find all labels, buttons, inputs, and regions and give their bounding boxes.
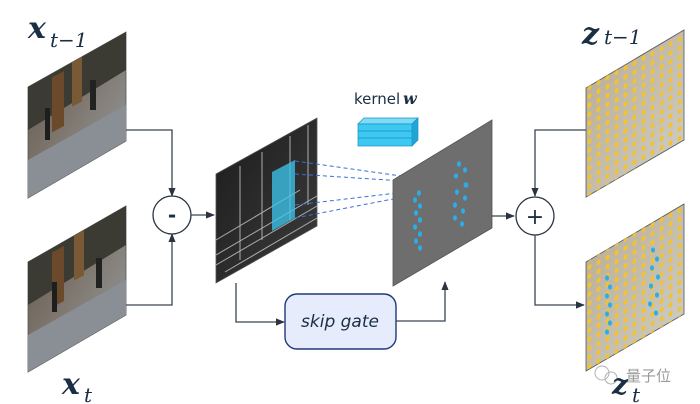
arrow-skip-gate-to-output	[396, 281, 449, 322]
frame-x-t	[27, 205, 127, 373]
label-z-subscript-curr: t	[632, 383, 641, 404]
label-z-symbol-curr: z	[611, 368, 629, 401]
updated-sites	[605, 247, 660, 335]
wechat-icon	[594, 365, 610, 381]
arrow-zprev-to-add	[531, 129, 586, 197]
label-z-subscript-prev: t−1	[604, 25, 642, 49]
subtract-node: -	[152, 195, 192, 235]
label-z-symbol-prev: z	[581, 17, 600, 52]
kernel-cube-icon	[357, 117, 419, 147]
label-x-symbol-curr: x	[61, 367, 81, 402]
sparse-active-sites	[413, 161, 469, 251]
arrow-add-to-zcurr	[534, 235, 585, 309]
arrow-xcurr-to-subtract	[126, 233, 176, 306]
skip-gate-box: skip gate	[284, 293, 397, 350]
label-x-symbol-prev: x	[27, 11, 47, 46]
state-z-t	[585, 203, 685, 372]
kernel-receptive-field	[272, 160, 295, 231]
arrow-diff-to-skip-gate	[235, 283, 285, 326]
watermark: 量子位	[594, 365, 671, 385]
add-operator: +	[526, 205, 544, 230]
subtract-operator: -	[168, 203, 176, 227]
frame-difference-map	[215, 117, 318, 284]
add-node: +	[515, 196, 555, 236]
watermark-text: 量子位	[626, 367, 671, 385]
kernel-label: kernel	[354, 90, 400, 108]
label-x-subscript-prev: t−1	[50, 28, 88, 52]
skip-gate-label: skip gate	[301, 312, 379, 332]
sparse-conv-output	[392, 119, 493, 287]
arrow-xprev-to-subtract	[126, 129, 176, 197]
frame-x-t-minus-1	[27, 31, 127, 199]
kernel-symbol: w	[403, 89, 418, 108]
label-x-subscript-curr: t	[84, 383, 93, 404]
